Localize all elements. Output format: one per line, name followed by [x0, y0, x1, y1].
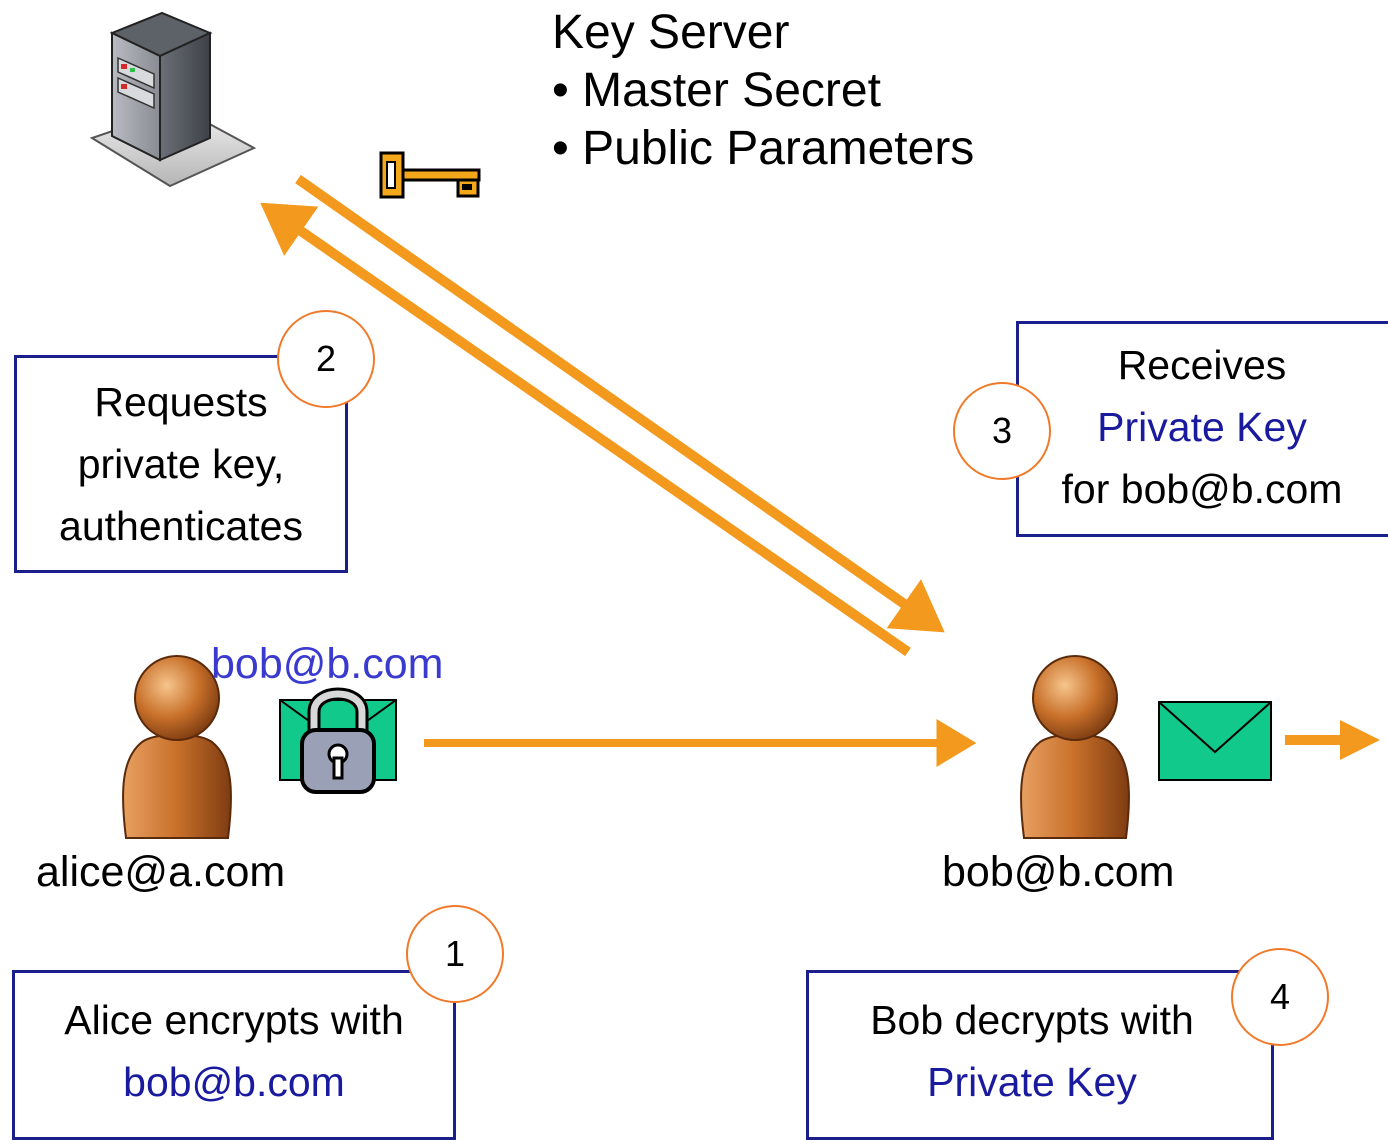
step-3-badge: 3 — [953, 382, 1051, 480]
alice-label: alice@a.com — [36, 848, 286, 896]
envelope-address: bob@b.com — [211, 640, 444, 688]
alice-person-icon — [122, 655, 232, 839]
step-1-line2: bob@b.com — [123, 1059, 345, 1105]
step-4-badge: 4 — [1231, 948, 1329, 1046]
key-icon — [379, 151, 481, 199]
bob-label: bob@b.com — [942, 848, 1175, 896]
step-2-line1: Requests — [94, 379, 268, 425]
step-4-line2: Private Key — [927, 1059, 1137, 1105]
step-2-box: Requests private key, authenticates — [14, 355, 348, 573]
step-1-line1: Alice encrypts with — [64, 997, 404, 1043]
server-bullet-public-parameters: • Public Parameters — [552, 122, 975, 175]
envelope-icon — [1158, 701, 1272, 781]
locked-envelope-icon — [279, 687, 397, 794]
bob-person-icon — [1020, 655, 1130, 839]
step-3-line3: for bob@b.com — [1061, 466, 1343, 512]
step-2-line3: authenticates — [59, 503, 303, 549]
arrow-to-bob — [295, 174, 945, 633]
arrow-to-server — [260, 202, 911, 657]
step-3-line1: Receives — [1117, 342, 1287, 388]
server-bullet-master-secret: • Master Secret — [552, 64, 881, 117]
step-1-box: Alice encrypts with bob@b.com — [12, 970, 456, 1140]
server-title: Key Server — [552, 6, 790, 59]
server-icon — [90, 11, 257, 188]
step-3-box: Receives Private Key for bob@b.com — [1016, 321, 1388, 537]
step-4-box: Bob decrypts with Private Key — [806, 970, 1274, 1140]
step-1-badge: 1 — [406, 905, 504, 1003]
step-2-badge: 2 — [277, 310, 375, 408]
step-4-line1: Bob decrypts with — [870, 997, 1194, 1043]
step-2-line2: private key, — [77, 441, 285, 487]
step-3-line2: Private Key — [1097, 404, 1307, 450]
